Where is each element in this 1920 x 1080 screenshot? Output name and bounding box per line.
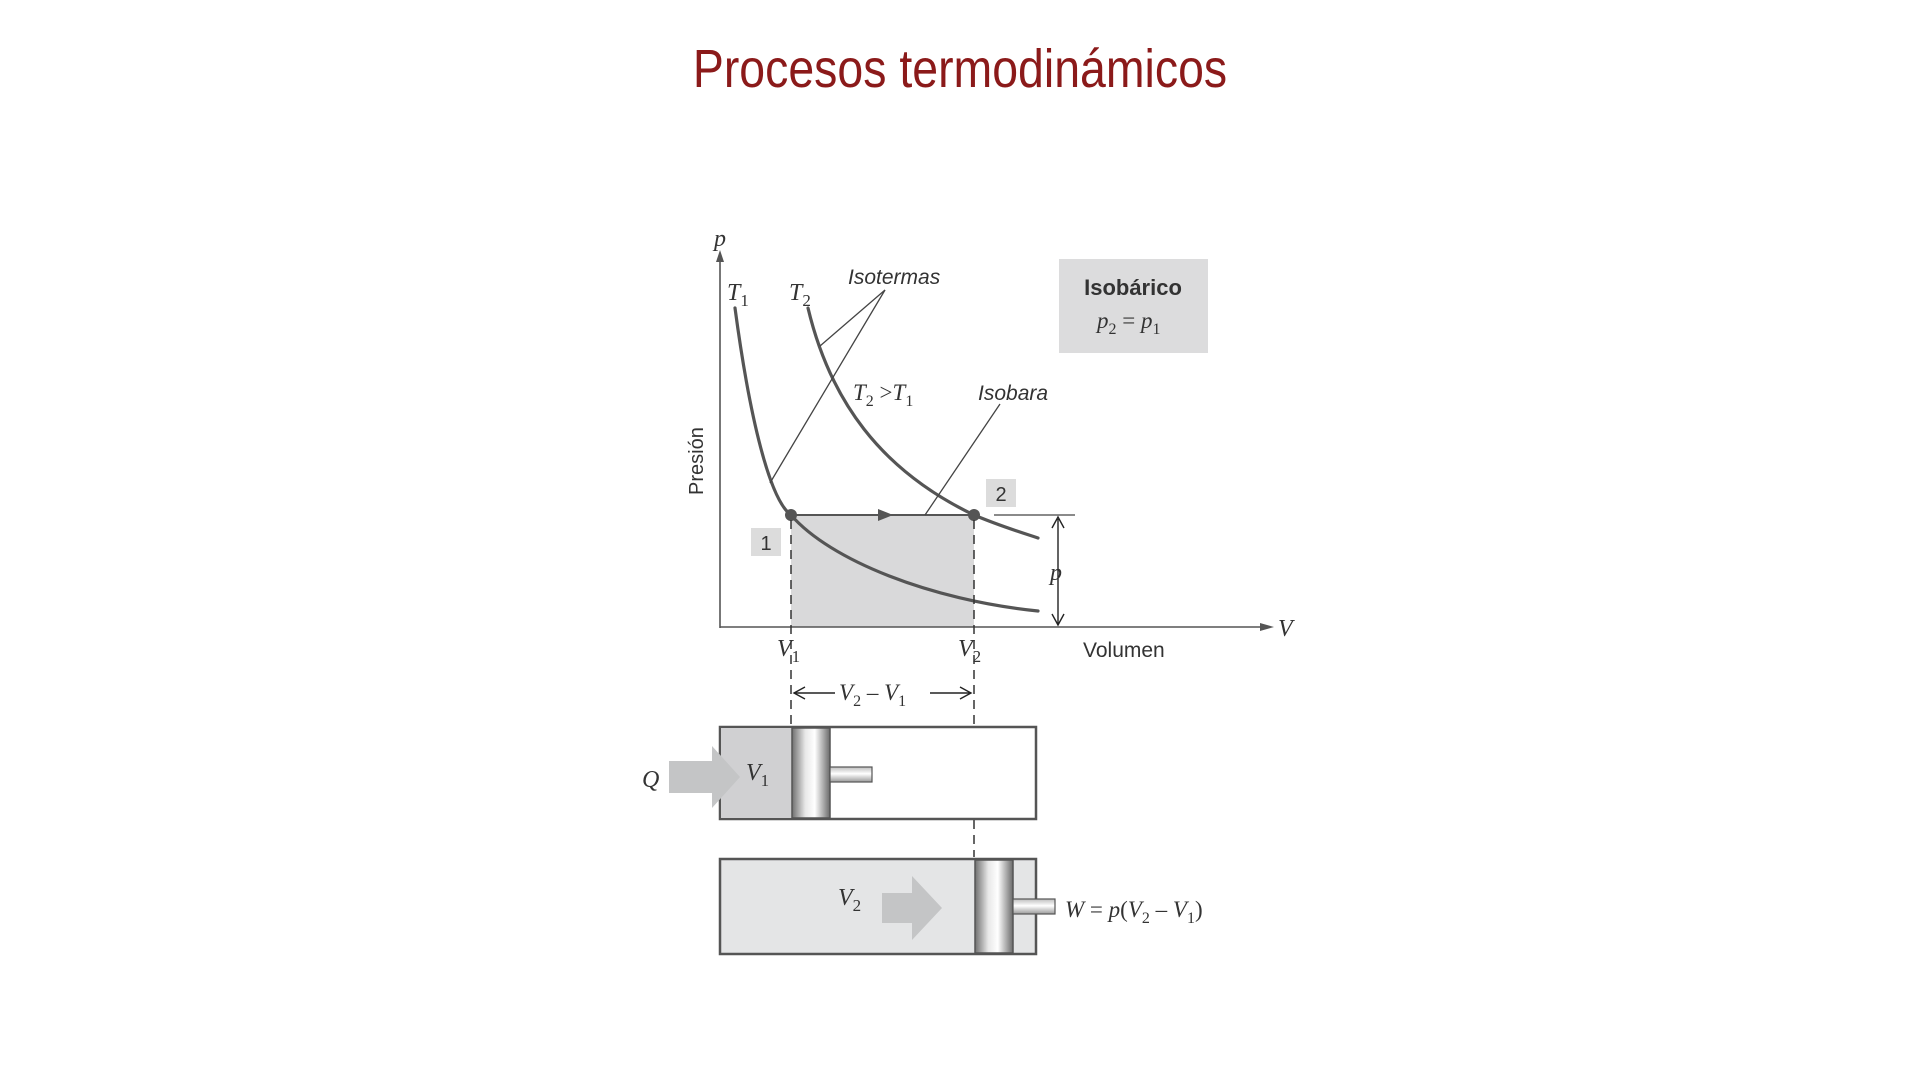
isotherm-t1-label: T1 [727,280,749,310]
v2-tick-label: V2 [958,636,981,666]
legend-equation: p2 = p1 [1095,308,1160,338]
cylinder-final-piston [974,859,1014,954]
isobar-direction-arrow [878,509,893,521]
isotermas-label: Isotermas [848,266,941,289]
volume-difference-arrows [792,686,973,700]
expansion-arrow [882,876,942,940]
y-axis-label: Presión [686,427,708,495]
legend-title: Isobárico [1084,275,1182,300]
volume-guide-lines [790,520,975,857]
point-2-badge [986,479,1016,507]
process-legend-box: Isobárico p2 = p1 [1059,259,1208,353]
temperature-relation-label: T2 >T1 [853,380,913,410]
isobara-label: Isobara [978,382,1048,405]
isotherm-t2-label: T2 [789,280,811,310]
cylinder-initial-rod [829,766,873,783]
state-point-1 [785,509,797,521]
heat-label: Q [642,767,659,793]
x-axis-symbol: V [1278,616,1295,642]
v1-tick-label: V1 [777,636,800,666]
volume-difference-label: V2 – V1 [839,680,906,710]
cylinder-final-rod [1012,898,1056,915]
point-2-label: 2 [995,484,1006,506]
pressure-dimension-label: p [1048,560,1062,586]
leader-lines [769,289,1001,516]
y-axis-symbol: p [712,226,726,252]
cylinder-final-volume-label: V2 [838,885,861,915]
point-1-label: 1 [760,533,771,555]
cylinder-initial: Q V1 [642,725,1038,821]
cylinder-final: V2 W = p(V2 – V1) [718,857,1203,956]
slide-title: Procesos termodinámicos [692,39,1228,99]
y-axis-arrowhead [716,250,724,262]
x-axis-arrowhead [1260,623,1274,631]
work-equation: W = p(V2 – V1) [1065,897,1203,927]
point-1-badge [751,528,781,556]
axes [719,257,1265,628]
cylinder-initial-volume-label: V1 [746,760,769,790]
heat-input-arrow [669,746,740,808]
cylinder-initial-piston [791,727,831,819]
isotherm-t2-curve [806,306,1040,540]
state-point-2 [968,509,980,521]
x-axis-label: Volumen [1083,639,1165,662]
pressure-dimension-arrow [1051,515,1065,627]
work-area [791,515,974,627]
